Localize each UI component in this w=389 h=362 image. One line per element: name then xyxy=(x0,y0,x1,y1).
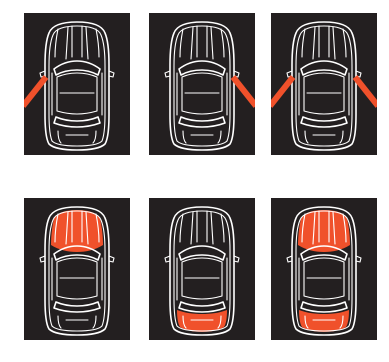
car-diagram xyxy=(24,13,130,155)
rear-window xyxy=(301,302,347,312)
hood-line xyxy=(96,29,99,57)
hood-line xyxy=(191,212,193,244)
hood-line xyxy=(180,214,183,242)
trunk-line xyxy=(218,131,221,143)
trunk-highlight xyxy=(177,310,227,332)
door-left-open xyxy=(271,77,293,106)
trunk-line xyxy=(93,131,96,143)
rear-window xyxy=(179,117,225,127)
car-status-tile-door-open-right xyxy=(149,13,255,155)
car-top-view-icon xyxy=(24,22,114,150)
rear-window xyxy=(54,302,100,312)
trunk-line xyxy=(58,316,61,328)
car-status-tile-trunk-open xyxy=(149,198,255,340)
car-status-tile-hood-open xyxy=(24,198,130,340)
trunk-line xyxy=(305,131,308,143)
hood-line xyxy=(343,29,346,57)
car-status-tile-door-open-left xyxy=(24,13,130,155)
hood-line xyxy=(333,27,335,59)
trunk-highlight xyxy=(299,310,349,332)
car-body-outline xyxy=(170,22,234,150)
door-right-open xyxy=(233,77,255,106)
rear-window xyxy=(179,302,225,312)
car-body-outline xyxy=(45,22,109,150)
car-top-view-icon xyxy=(165,22,255,150)
hood-line xyxy=(313,27,315,59)
door-left-open xyxy=(24,77,46,106)
car-diagram xyxy=(271,198,377,340)
car-top-view-icon xyxy=(287,207,361,335)
door-right-open xyxy=(355,77,377,106)
trunk-line xyxy=(58,131,61,143)
car-top-view-icon xyxy=(271,22,377,150)
hood-line xyxy=(66,27,68,59)
hood-line xyxy=(55,29,58,57)
car-status-tile-hood-and-trunk-open xyxy=(271,198,377,340)
hood-line xyxy=(211,212,213,244)
rear-window xyxy=(301,117,347,127)
hood-line xyxy=(221,214,224,242)
car-diagram xyxy=(271,13,377,155)
hood-line xyxy=(86,27,88,59)
car-diagram xyxy=(149,198,255,340)
rear-window xyxy=(54,117,100,127)
car-diagram xyxy=(24,198,130,340)
car-status-tile-doors-open-both xyxy=(271,13,377,155)
hood-line xyxy=(302,29,305,57)
hood-line xyxy=(221,29,224,57)
hood-line xyxy=(211,27,213,59)
trunk-line xyxy=(93,316,96,328)
car-top-view-icon xyxy=(165,207,239,335)
car-diagram xyxy=(149,13,255,155)
car-top-view-icon xyxy=(40,207,114,335)
trunk-line xyxy=(183,131,186,143)
car-body-outline xyxy=(292,22,356,150)
trunk-line xyxy=(340,131,343,143)
hood-line xyxy=(191,27,193,59)
hood-line xyxy=(180,29,183,57)
